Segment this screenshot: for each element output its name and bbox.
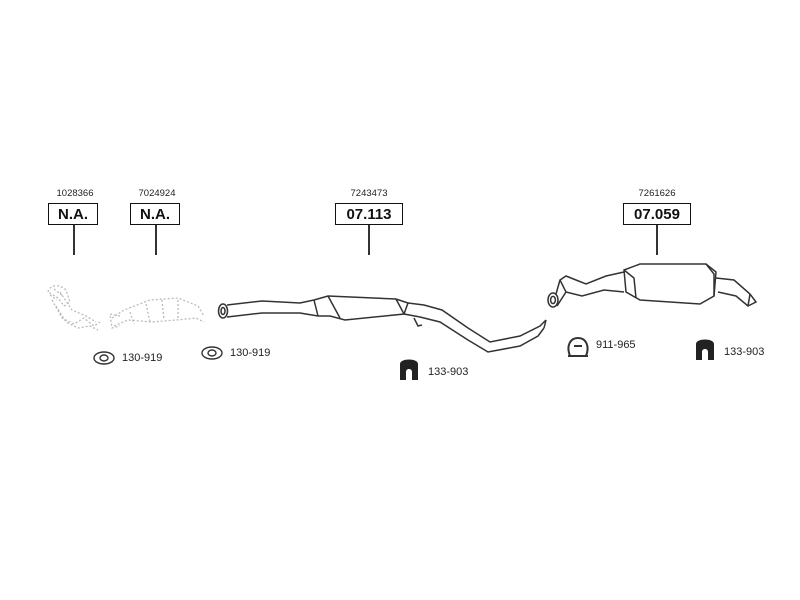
leader-line-3 [368,225,370,255]
gasket-icon[interactable] [201,346,223,360]
accessory-label-4: 911-965 [596,339,636,351]
clamp-icon[interactable] [567,336,589,357]
accessory-label-5: 133-903 [724,346,765,358]
part-number-4: 7261626 [638,188,676,199]
front-pipe-drawing[interactable] [109,297,205,329]
rubber-mount-icon[interactable] [400,359,418,381]
accessory-label-1: 130-919 [122,352,163,364]
leader-line-4 [656,225,658,255]
middle-silencer-drawing[interactable] [217,295,547,353]
leader-line-1 [73,225,75,255]
rear-silencer-drawing[interactable] [547,263,758,308]
part-code-badge-3[interactable]: 07.113 [335,203,403,225]
part-number-2: 7024924 [138,188,176,199]
accessory-label-2: 130-919 [230,347,271,359]
part-code-badge-1[interactable]: N.A. [48,203,98,225]
rubber-mount-icon[interactable] [696,339,714,361]
part-code-badge-2[interactable]: N.A. [130,203,180,225]
part-code-badge-4[interactable]: 07.059 [623,203,691,225]
part-number-3: 7243473 [350,188,388,199]
gasket-icon[interactable] [93,351,115,365]
leader-line-2 [155,225,157,255]
exhaust-manifold-drawing[interactable] [47,285,101,331]
part-number-1: 1028366 [56,188,94,199]
accessory-label-3: 133-903 [428,366,469,378]
